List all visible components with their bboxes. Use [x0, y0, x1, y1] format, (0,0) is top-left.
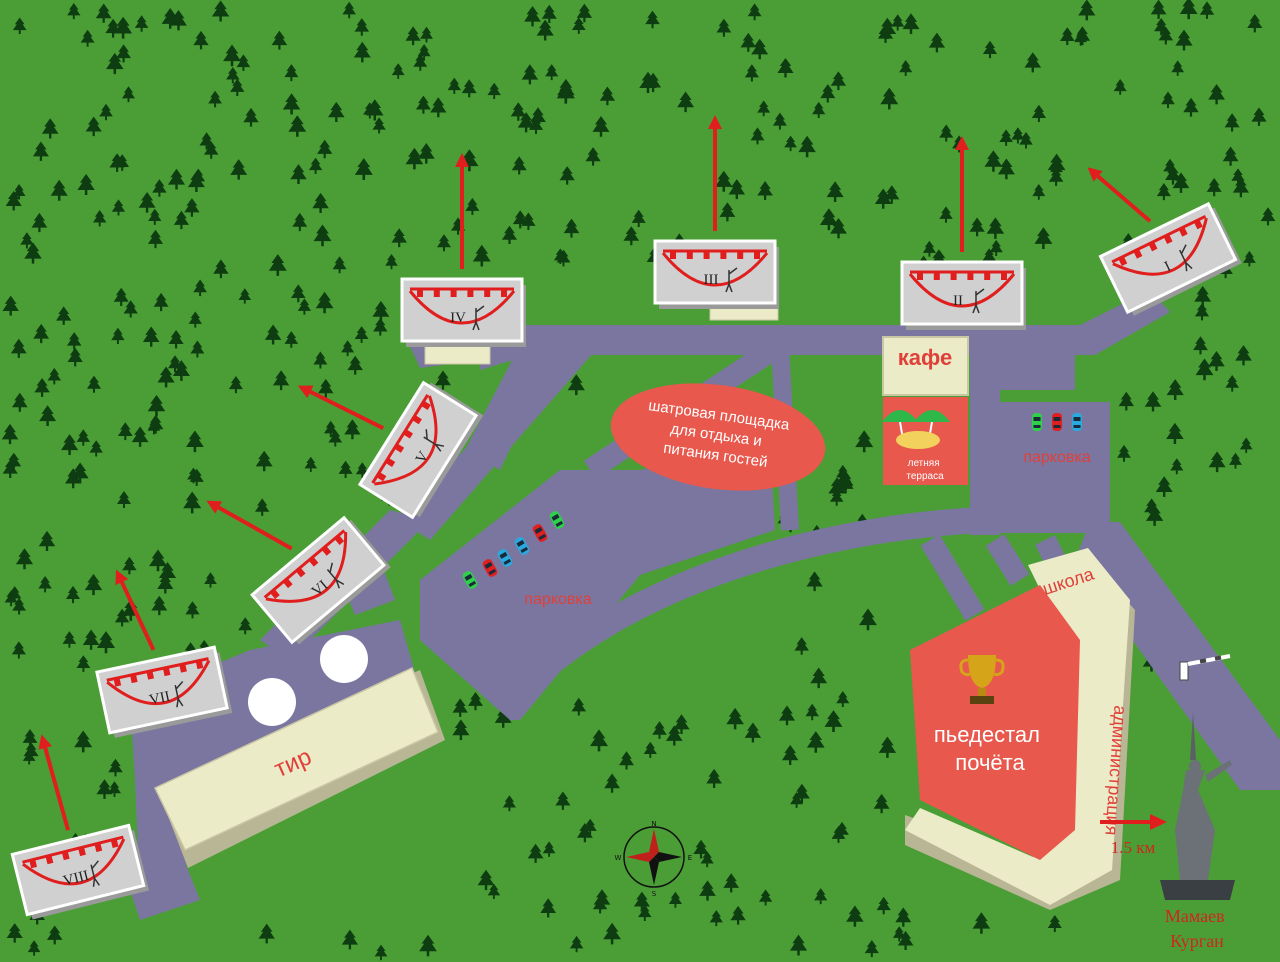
stand-number: III	[704, 272, 719, 288]
parking-label-center: парковка	[524, 591, 591, 608]
shooting-stand[interactable]: I	[1098, 201, 1242, 317]
direction-arrow-icon	[955, 136, 969, 252]
stand-number: VI	[309, 577, 331, 599]
parking-label-right: парковка	[1023, 449, 1090, 466]
monument-label-line2: Курган	[1170, 931, 1224, 951]
stand-number: IV	[450, 310, 466, 326]
shooting-stand[interactable]: V	[357, 379, 484, 520]
shooting-stand[interactable]: VIII	[10, 823, 150, 920]
car-icon	[1072, 413, 1082, 431]
direction-arrow-icon	[38, 734, 71, 831]
svg-text:пьедестал почёта: пьедестал почёта	[934, 722, 1046, 775]
round-platform	[248, 678, 296, 726]
direction-arrow-icon	[455, 153, 469, 269]
terrace-label-line1: летняя	[908, 458, 940, 469]
car-icon	[1032, 413, 1042, 431]
round-platform	[320, 635, 368, 683]
distance-arrow	[1100, 814, 1167, 830]
monument-label-line1: Мамаев	[1165, 906, 1225, 926]
tent-area[interactable]: шатровая площадка для отдыха и питания г…	[604, 370, 832, 503]
shooter-icon	[423, 429, 445, 452]
shooting-range-building[interactable]: тир	[153, 666, 445, 868]
shooting-stand[interactable]: IV	[400, 277, 526, 347]
cafe-label: кафе	[898, 345, 952, 370]
shooter-icon	[174, 681, 184, 708]
stand-number: I	[1162, 259, 1174, 276]
stand-number: VIII	[62, 868, 91, 890]
podium-area	[910, 585, 1080, 860]
parked-cars-right	[1032, 413, 1082, 431]
shooting-stand[interactable]: III	[653, 239, 779, 309]
distance-label: 1.5 км	[1111, 838, 1156, 857]
compass-north-letter: N	[651, 820, 656, 828]
terrace-label-line2: терраса	[906, 471, 944, 482]
svg-text:Мамаев Курган: Мамаев Курган	[1165, 906, 1229, 951]
trophy-icon	[959, 655, 1005, 704]
shooting-stand[interactable]: VII	[95, 645, 233, 738]
car-icon	[1052, 413, 1062, 431]
direction-arrow-icon	[206, 500, 293, 551]
direction-arrow-icon	[115, 569, 156, 651]
compass-rose-icon: N E S W	[615, 820, 693, 898]
barrier-icon	[1179, 654, 1231, 681]
shooter-icon	[472, 305, 485, 331]
compass-south-letter: S	[652, 890, 657, 898]
shooter-icon	[972, 288, 985, 314]
direction-arrow-icon	[1087, 167, 1152, 223]
parasol-icon	[882, 410, 950, 449]
monument-statue-icon	[1160, 712, 1235, 900]
shooting-stand[interactable]: VI	[249, 515, 391, 647]
cafe-building[interactable]: кафе	[882, 336, 969, 396]
shooter-icon	[725, 267, 738, 293]
podium-label-line1: пьедестал	[934, 722, 1040, 747]
parking-area-center	[420, 440, 775, 720]
podium-label-line2: почёта	[955, 750, 1025, 775]
summer-terrace[interactable]: летняя терраса	[882, 397, 968, 485]
shooter-icon	[90, 860, 100, 887]
compass-west-letter: W	[615, 854, 622, 862]
stand-number: II	[953, 293, 963, 309]
direction-arrow-icon	[297, 385, 385, 431]
stand-number: VII	[148, 689, 172, 709]
direction-arrow-icon	[708, 115, 722, 231]
shooter-icon	[326, 562, 345, 589]
shooter-icon	[1179, 244, 1193, 272]
podium-complex[interactable]: пьедестал почёта школа администрация	[905, 548, 1135, 910]
svg-text:летняя терраса: летняя терраса	[906, 458, 944, 482]
compass-east-letter: E	[688, 854, 692, 862]
shooting-stand[interactable]: II	[900, 260, 1026, 330]
